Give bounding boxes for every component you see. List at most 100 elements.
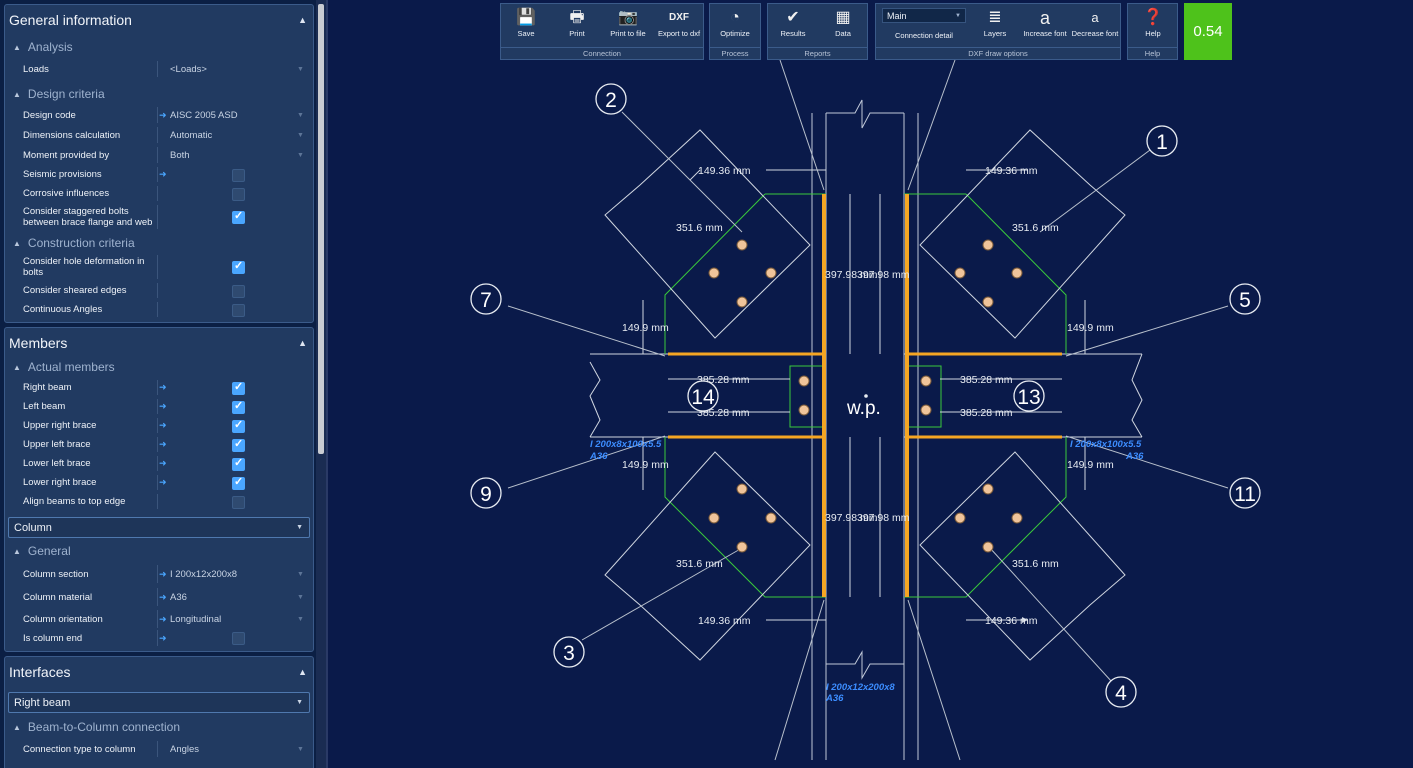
dropdown-arrow-icon[interactable]: ▼ (297, 151, 304, 159)
section-design-criteria[interactable]: ▲Design criteria (13, 87, 105, 101)
moment-provided-row[interactable]: Moment provided by Both▼ (5, 145, 313, 165)
lower-left-brace-row[interactable]: Lower left brace➜ (5, 454, 313, 473)
link-arrow-icon[interactable]: ➜ (159, 568, 167, 579)
callout-14: 14 (691, 386, 715, 409)
dimensions-calculation-row[interactable]: Dimensions calculation Automatic▼ (5, 125, 313, 145)
left-beam-material: A36 (589, 451, 608, 462)
corrosive-checkbox[interactable] (232, 188, 245, 201)
column-material-label: A36 (825, 693, 844, 704)
connection-detail-label[interactable]: Connection detail (895, 31, 953, 40)
save-button[interactable]: 💾Save (501, 6, 551, 46)
work-point-label: w.p. (846, 398, 881, 419)
results-button[interactable]: ✔Results (768, 6, 818, 46)
link-arrow-icon[interactable]: ➜ (159, 591, 167, 602)
section-analysis[interactable]: ▲Analysis (13, 40, 73, 54)
design-code-row[interactable]: Design code➜ AISC 2005 ASD▼ (5, 105, 313, 125)
interfaces-header[interactable]: Interfaces ▲ (5, 657, 313, 687)
print-button[interactable]: 🖶Print (552, 6, 602, 46)
dropdown-arrow-icon[interactable]: ▼ (297, 111, 304, 119)
sheared-edges-row[interactable]: Consider sheared edges (5, 281, 313, 300)
link-arrow-icon[interactable]: ➜ (159, 109, 167, 120)
optimize-button[interactable]: ◔Optimize (710, 6, 760, 46)
increase-font-icon: a (1039, 8, 1050, 28)
properties-panel: General information ▲ ▲Analysis Loads <L… (0, 0, 316, 768)
align-beams-row[interactable]: Align beams to top edge (5, 492, 313, 511)
layers-button[interactable]: ≣Layers (970, 6, 1020, 46)
callout-11: 11 (1234, 483, 1256, 506)
link-arrow-icon[interactable]: ➜ (159, 439, 167, 449)
panel-splitter[interactable] (326, 0, 328, 768)
staggered-checkbox[interactable] (232, 209, 245, 224)
link-arrow-icon[interactable]: ➜ (159, 169, 167, 179)
interface-selector[interactable]: Right beam▼ (8, 692, 310, 713)
column-end-checkbox[interactable] (232, 632, 245, 645)
link-arrow-icon[interactable]: ➜ (159, 613, 167, 624)
upper-left-brace-row[interactable]: Upper left brace➜ (5, 435, 313, 454)
dropdown-arrow-icon[interactable]: ▼ (297, 65, 304, 73)
hole-deformation-checkbox[interactable] (232, 259, 245, 274)
right-beam-row[interactable]: Right beam➜ (5, 378, 313, 397)
right-beam-checkbox[interactable] (232, 380, 245, 395)
corrosive-influences-row[interactable]: Corrosive influences (5, 184, 313, 203)
left-beam-row[interactable]: Left beam➜ (5, 397, 313, 416)
panel-scrollbar[interactable] (316, 0, 326, 768)
collapse-caret-icon[interactable]: ▲ (298, 338, 307, 348)
align-beams-checkbox[interactable] (232, 496, 245, 509)
link-arrow-icon[interactable]: ➜ (159, 420, 167, 430)
continuous-angles-row[interactable]: Continuous Angles (5, 300, 313, 319)
drawing-canvas[interactable]: 149.36 mm 149.36 mm 149.36 mm 149.36 mm … (328, 0, 1413, 768)
collapse-caret-icon[interactable]: ▲ (298, 667, 307, 677)
section-beam-to-column[interactable]: ▲Beam-to-Column connection (13, 720, 180, 734)
link-arrow-icon[interactable]: ➜ (159, 401, 167, 411)
upper-left-brace-checkbox[interactable] (232, 437, 245, 452)
lower-right-brace-checkbox[interactable] (232, 475, 245, 490)
chevron-up-icon: ▲ (13, 546, 21, 556)
link-arrow-icon[interactable]: ➜ (159, 458, 167, 468)
section-actual-members[interactable]: ▲Actual members (13, 360, 115, 374)
link-arrow-icon[interactable]: ➜ (159, 382, 167, 392)
link-arrow-icon[interactable]: ➜ (159, 632, 167, 643)
seismic-provisions-row[interactable]: Seismic provisions➜ (5, 165, 313, 184)
column-end-row[interactable]: Is column end➜ (5, 628, 313, 648)
sheared-edges-checkbox[interactable] (232, 285, 245, 298)
dropdown-arrow-icon[interactable]: ▼ (297, 570, 304, 578)
upper-right-brace-checkbox[interactable] (232, 418, 245, 433)
help-button[interactable]: ❓Help (1128, 6, 1178, 46)
dropdown-arrow-icon[interactable]: ▼ (297, 131, 304, 139)
column-material-row[interactable]: Column material➜A36▼ (5, 586, 313, 608)
print-to-file-button[interactable]: 📷Print to file (603, 6, 653, 46)
continuous-angles-checkbox[interactable] (232, 304, 245, 317)
data-button[interactable]: ▦Data (818, 6, 868, 46)
dropdown-arrow-icon[interactable]: ▼ (297, 745, 304, 753)
member-selector[interactable]: Column▼ (8, 517, 310, 538)
scrollbar-thumb[interactable] (318, 4, 324, 454)
dropdown-arrow-icon[interactable]: ▼ (297, 593, 304, 601)
members-header[interactable]: Members ▲ (5, 328, 313, 358)
section-general[interactable]: ▲General (13, 544, 71, 558)
general-information-header[interactable]: General information ▲ (5, 5, 313, 35)
group-caption: DXF draw options (876, 47, 1120, 59)
left-beam-checkbox[interactable] (232, 399, 245, 414)
view-select[interactable]: Main▼ (882, 8, 966, 23)
chevron-down-icon[interactable]: ▼ (955, 13, 961, 19)
seismic-checkbox[interactable] (232, 169, 245, 182)
column-orientation-row[interactable]: Column orientation➜Longitudinal▼ (5, 608, 313, 630)
upper-right-brace-row[interactable]: Upper right brace➜ (5, 416, 313, 435)
chevron-down-icon[interactable]: ▼ (296, 699, 303, 706)
column-section-row[interactable]: Column section➜I 200x12x200x8▼ (5, 563, 313, 585)
loads-row[interactable]: Loads <Loads>▼ (5, 59, 313, 79)
collapse-caret-icon[interactable]: ▲ (298, 15, 307, 25)
link-arrow-icon[interactable]: ➜ (159, 477, 167, 487)
staggered-bolts-row[interactable]: Consider staggered bolts between brace f… (5, 203, 313, 231)
dropdown-arrow-icon[interactable]: ▼ (297, 615, 304, 623)
lower-left-brace-checkbox[interactable] (232, 456, 245, 471)
section-construction-criteria[interactable]: ▲Construction criteria (13, 236, 135, 250)
lower-right-brace-row[interactable]: Lower right brace➜ (5, 473, 313, 492)
hole-deformation-row[interactable]: Consider hole deformation in bolts (5, 253, 313, 281)
save-icon: 💾 (516, 9, 536, 26)
chevron-down-icon[interactable]: ▼ (296, 524, 303, 531)
